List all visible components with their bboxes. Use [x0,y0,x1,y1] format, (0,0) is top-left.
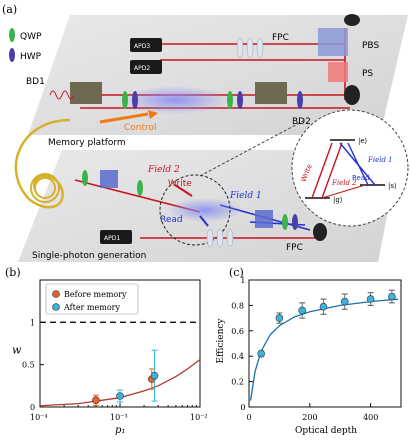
data-point [92,396,100,405]
mirror-top [344,85,360,105]
bd1-label: BD1 [26,77,45,87]
read-arrow [199,215,209,227]
pulse-icon [49,90,75,100]
field1-label: Field 1 [229,191,262,201]
chart-b: (b) 10⁻⁴ 10⁻³ 10⁻² 0 0.5 1 p₁ w Before memoryAft… [5,266,208,436]
data-point [275,314,284,322]
x-tick-label: 200 [302,413,317,422]
inset-read-label: Read [352,174,370,182]
apd2-detector [130,60,162,74]
apd3-label: APD3 [134,43,150,50]
bd1-displacer [70,82,102,104]
inset-field2-label: Field 2 [331,179,357,187]
data-point [319,302,328,311]
qwp-legend-label: QWP [20,32,42,42]
bd2-label: BD2 [292,117,311,127]
fpc-bottom-label: FPC [286,243,303,253]
fit-curve [39,359,201,407]
interaction-zone [159,174,231,246]
apd1-detector [100,230,132,244]
waveplates-top [122,91,303,109]
x-axis-label: Optical depth [295,426,357,436]
cube-bottom-1 [100,170,118,188]
fiber-polarization-controller-top [236,37,264,59]
hwp-legend-label: HWP [20,52,42,62]
qwp-legend-icon [9,28,15,42]
data-point [298,306,306,315]
legend-label: Before memory [64,290,127,299]
apd3-detector [130,38,162,52]
atomic-ensemble-memory [120,86,230,114]
mirror-bottom [313,223,327,241]
fpc-top-label: FPC [272,33,289,43]
x-tick-label: 0 [247,413,252,422]
data-point [116,392,124,400]
setup-diagram: (a) QWP HWP APD3 APD2 APD1 FPC FPC PBS P… [2,3,409,262]
ps-element [328,62,348,82]
legend-marker [52,290,60,298]
data-point [366,295,375,303]
x-tick-label: 10⁻³ [110,413,128,422]
x-axis-label: p₁ [115,425,125,436]
read-label: Read [160,215,183,225]
legend-marker [52,303,60,311]
write-label: Write [168,179,192,189]
waveplates-bottom [82,170,298,230]
pbs-label: PBS [362,41,379,51]
apd2-label: APD2 [134,65,150,72]
plot-frame [248,279,402,408]
energy-level-inset [291,109,409,227]
pbs-cube [318,28,348,56]
data-point [340,297,349,306]
y-tick-label: 0.8 [231,301,244,310]
control-arrow-head [148,110,158,119]
x-tick-label: 10⁻² [190,413,208,422]
legend-box [45,283,139,315]
write-arrow [174,184,193,197]
atomic-ensemble-source [167,198,243,222]
y-axis-label: w [12,344,22,357]
fit-curve [249,298,399,401]
y-tick-label: 0.6 [231,327,244,336]
legend-label: After memory [63,303,120,312]
apd1-label: APD1 [104,235,120,242]
y-tick-label: 0.2 [231,378,244,387]
single-photon-generation-label: Single-photon generation [32,251,146,261]
x-tick-label: 10⁻⁴ [30,413,48,422]
hwp-legend-icon [9,48,15,62]
x-tick-label: 400 [363,413,378,422]
panel-b-label: (b) [5,266,21,279]
y-tick-label: 0.5 [22,361,35,370]
y-tick-label: 0.4 [231,352,244,361]
mirror-top-corner [344,14,360,26]
y-axis-label: Efficiency [216,318,226,364]
bd2-displacer [255,82,287,104]
data-point [150,371,159,380]
level-g-label: |g⟩ [333,196,343,204]
fiber-polarization-controller-bottom [206,228,234,248]
cube-bottom-2 [255,210,273,228]
y-tick-label: 0 [240,403,245,412]
data-point [257,349,265,358]
y-tick-label: 1 [30,318,35,327]
panel-a-label: (a) [2,3,17,16]
inset-field1-label: Field 1 [367,156,393,164]
control-label: Control [124,123,157,133]
y-tick-label: 1 [240,276,245,285]
field2-label: Field 2 [147,165,180,175]
control-arrow [99,112,149,124]
transition-lines [311,142,376,199]
level-s-label: |s⟩ [388,182,397,190]
ps-label: PS [362,69,373,79]
memory-platform-label: Memory platform [48,138,126,148]
y-tick-label: 0 [30,403,35,412]
level-excited-label: |e⟩ [358,137,368,145]
panel-c-label: (c) [229,266,244,279]
fiber-coil [14,118,71,209]
data-point [388,292,396,301]
